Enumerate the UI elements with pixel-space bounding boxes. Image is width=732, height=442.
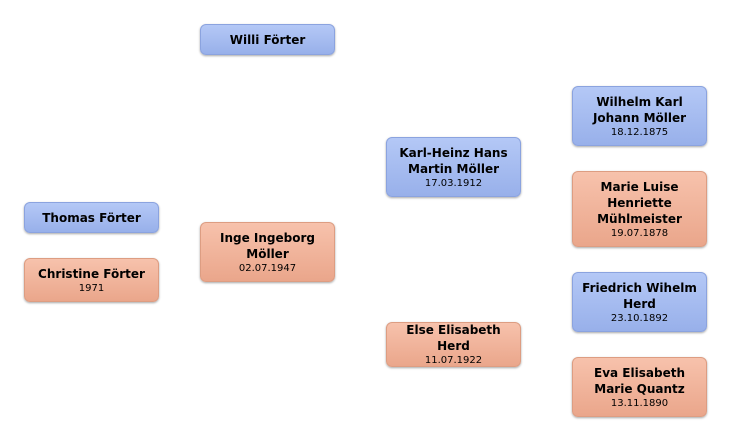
person-card-else-herd[interactable]: Else Elisabeth Herd 11.07.1922	[386, 322, 521, 367]
person-date: 18.12.1875	[610, 126, 669, 138]
person-name: Eva Elisabeth Marie Quantz	[594, 365, 685, 396]
person-card-karl-heinz-moeller[interactable]: Karl-Heinz Hans Martin Möller 17.03.1912	[386, 137, 521, 197]
person-name: Karl-Heinz Hans Martin Möller	[399, 145, 508, 176]
person-name: Inge Ingeborg Möller	[220, 230, 315, 261]
person-name: Friedrich Wihelm Herd	[582, 280, 697, 311]
person-date: 23.10.1892	[610, 312, 669, 324]
person-card-christine-foerter[interactable]: Christine Förter 1971	[24, 258, 159, 302]
person-name: Thomas Förter	[42, 210, 141, 225]
person-name: Wilhelm Karl Johann Möller	[592, 94, 687, 125]
person-date: 11.07.1922	[424, 355, 483, 366]
person-name: Willi Förter	[229, 32, 306, 47]
person-card-eva-quantz[interactable]: Eva Elisabeth Marie Quantz 13.11.1890	[572, 357, 707, 417]
person-card-marie-muehlmeister[interactable]: Marie Luise Henriette Mühlmeister 19.07.…	[572, 171, 707, 247]
person-date: 1971	[78, 282, 105, 294]
person-date: 02.07.1947	[238, 262, 297, 274]
person-card-friedrich-herd[interactable]: Friedrich Wihelm Herd 23.10.1892	[572, 272, 707, 332]
person-date: 13.11.1890	[610, 397, 669, 409]
person-card-wilhelm-moeller[interactable]: Wilhelm Karl Johann Möller 18.12.1875	[572, 86, 707, 146]
person-name: Christine Förter	[38, 266, 145, 281]
person-card-inge-moeller[interactable]: Inge Ingeborg Möller 02.07.1947	[200, 222, 335, 282]
person-date: 19.07.1878	[610, 227, 669, 239]
person-name: Else Elisabeth Herd	[406, 323, 501, 353]
person-card-willi-foerter[interactable]: Willi Förter	[200, 24, 335, 55]
person-name: Marie Luise Henriette Mühlmeister	[597, 179, 682, 226]
person-date: 17.03.1912	[424, 177, 483, 189]
person-card-thomas-foerter[interactable]: Thomas Förter	[24, 202, 159, 233]
